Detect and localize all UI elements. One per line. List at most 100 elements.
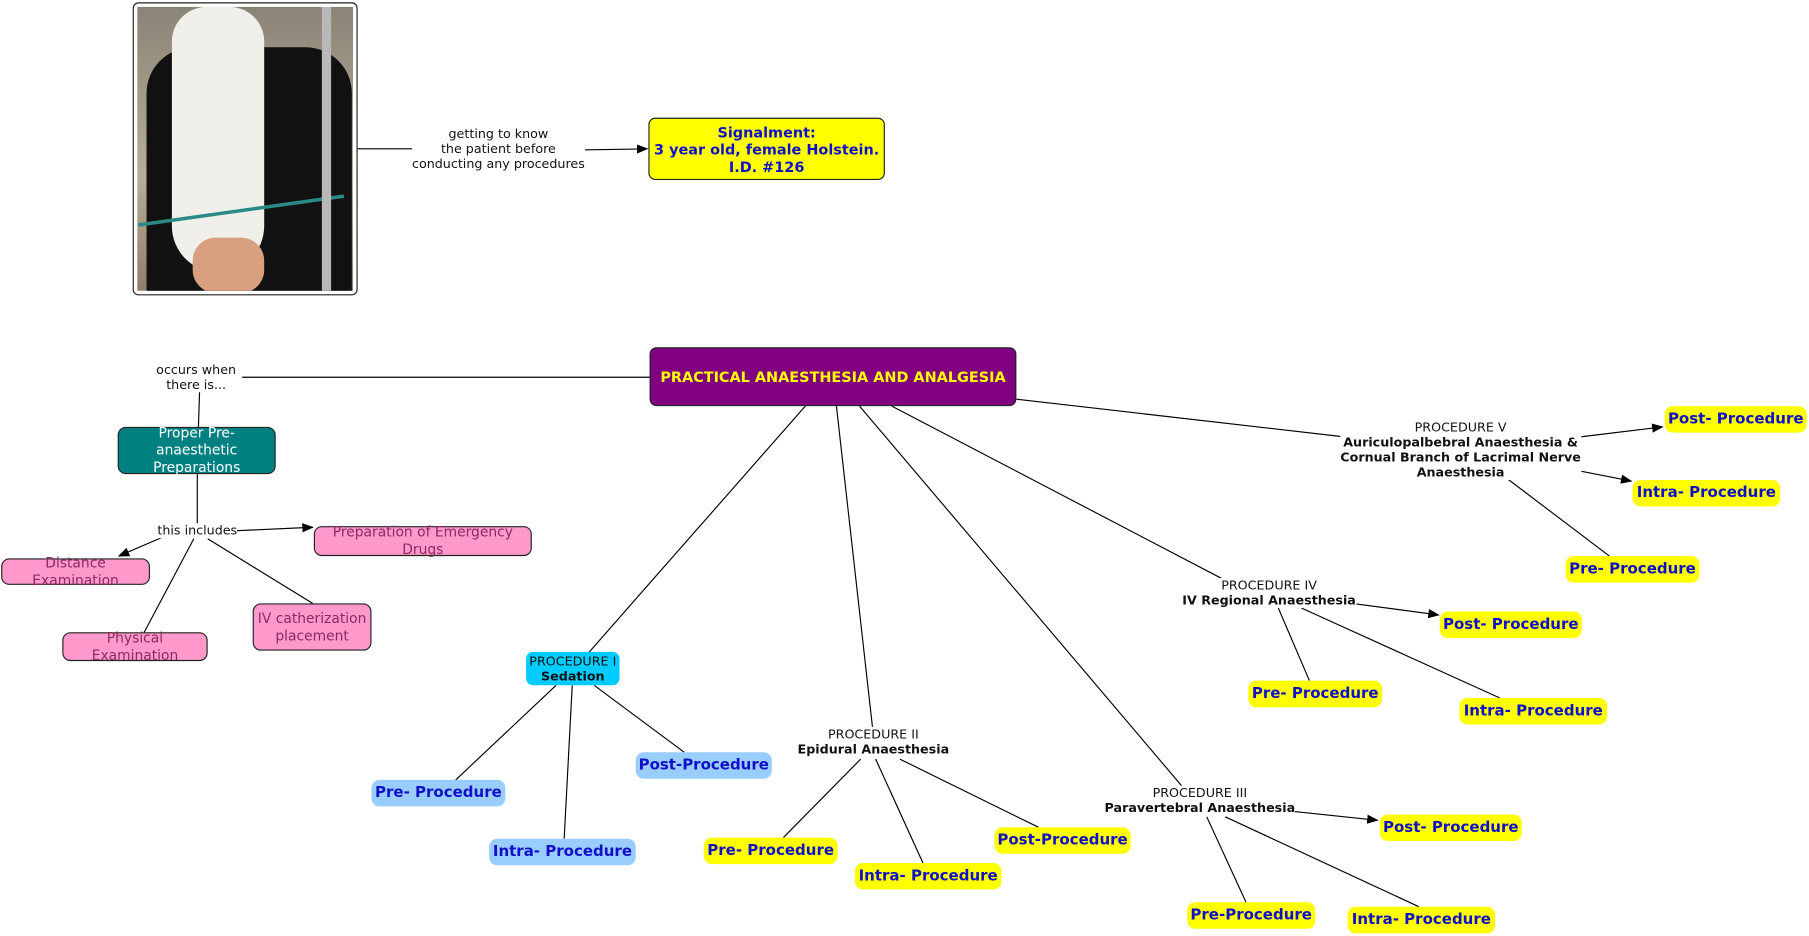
link-line bbox=[859, 405, 1183, 788]
link-line bbox=[143, 538, 195, 633]
label-line: occurs when bbox=[156, 362, 237, 378]
procedure-name: Sedation bbox=[541, 668, 605, 684]
link-line bbox=[207, 538, 313, 604]
procedure-1-post-node[interactable]: Post-Procedure bbox=[635, 752, 772, 779]
emergency-drugs-node[interactable]: Preparation of Emergency Drugs bbox=[313, 523, 532, 558]
procedure-number: PROCEDURE IV bbox=[1221, 578, 1317, 594]
link-line bbox=[1277, 607, 1310, 681]
node-label: Distance Examination bbox=[32, 554, 119, 588]
procedure-number: PROCEDURE II bbox=[827, 726, 919, 742]
procedure-2-post-node[interactable]: Post-Procedure bbox=[994, 827, 1131, 854]
node-label: Post-Procedure bbox=[638, 756, 769, 775]
procedure-2-pre-node[interactable]: Pre- Procedure bbox=[703, 837, 838, 865]
link-line bbox=[835, 406, 874, 735]
link-line bbox=[899, 758, 1039, 828]
procedure-2-label[interactable]: PROCEDURE II Epidural Anaesthesia bbox=[797, 726, 950, 757]
node-line: Proper Pre-anaesthetic bbox=[156, 424, 238, 459]
link-label-this-includes: this includes bbox=[157, 523, 238, 539]
link-arrow bbox=[1577, 423, 1664, 438]
node-label: Pre-Procedure bbox=[1190, 906, 1312, 925]
procedure-5-intra-node[interactable]: Intra- Procedure bbox=[1632, 479, 1781, 507]
procedure-1-intra-node[interactable]: Intra- Procedure bbox=[489, 838, 636, 866]
label-line: conducting any procedures bbox=[411, 156, 585, 172]
procedure-4-post-node[interactable]: Post- Procedure bbox=[1439, 611, 1582, 638]
cow-image bbox=[137, 6, 354, 291]
distance-examination-node[interactable]: Distance Examination bbox=[1, 554, 150, 588]
node-label: Intra- Procedure bbox=[1463, 702, 1603, 720]
iv-catheterization-node[interactable]: IV catherization placement bbox=[252, 603, 372, 651]
node-label: Post- Procedure bbox=[1667, 410, 1804, 429]
node-label: Intra- Procedure bbox=[1636, 484, 1776, 502]
procedure-1-sedation-node[interactable]: PROCEDURE I Sedation bbox=[526, 651, 620, 686]
link-label-occurs-when: occurs when there is... bbox=[156, 362, 237, 393]
link-line bbox=[1301, 607, 1501, 699]
node-label: Post- Procedure bbox=[1382, 819, 1519, 837]
node-label: Pre- Procedure bbox=[375, 784, 502, 802]
node-label: Pre- Procedure bbox=[1569, 560, 1696, 579]
physical-examination-node[interactable]: Physical Examination bbox=[62, 629, 208, 663]
procedure-name: IV Regional Anaesthesia bbox=[1182, 593, 1356, 608]
link-line bbox=[1224, 816, 1420, 908]
procedure-5-pre-node[interactable]: Pre- Procedure bbox=[1565, 556, 1700, 583]
procedure-5-post-node[interactable]: Post- Procedure bbox=[1664, 406, 1807, 433]
cow-photo[interactable] bbox=[132, 2, 358, 296]
procedure-4-intra-node[interactable]: Intra- Procedure bbox=[1459, 697, 1608, 725]
link-line bbox=[1016, 398, 1348, 438]
label-line: there is... bbox=[166, 377, 227, 393]
signalment-node[interactable]: Signalment: 3 year old, female Holstein.… bbox=[648, 117, 885, 180]
procedure-name: Cornual Branch of Lacrimal Nerve bbox=[1340, 449, 1581, 465]
signalment-line: 3 year old, female Holstein. bbox=[654, 140, 880, 158]
node-label: Physical Examination bbox=[91, 629, 179, 663]
signalment-line: Signalment: bbox=[717, 122, 816, 141]
procedure-name: Anaesthesia bbox=[1416, 464, 1505, 480]
link-line bbox=[587, 405, 806, 654]
pre-anaesthetic-preparations-node[interactable]: Proper Pre-anaesthetic Preparations bbox=[117, 424, 276, 476]
link-line bbox=[455, 684, 557, 781]
procedure-4-pre-node[interactable]: Pre- Procedure bbox=[1248, 680, 1383, 708]
link-line bbox=[197, 391, 201, 427]
procedure-name: Epidural Anaesthesia bbox=[797, 741, 950, 757]
node-line: placement bbox=[275, 627, 349, 644]
procedure-4-label[interactable]: PROCEDURE IV IV Regional Anaesthesia bbox=[1182, 578, 1356, 608]
link-arrow bbox=[580, 144, 649, 154]
procedure-name: Paravertebral Anaesthesia bbox=[1104, 800, 1296, 816]
node-line: IV catherization bbox=[257, 609, 367, 626]
node-label: Preparation of Emergency Drugs bbox=[332, 523, 513, 558]
link-arrow bbox=[236, 523, 314, 533]
label-line: getting to know bbox=[448, 126, 549, 142]
node-label: Post-Procedure bbox=[997, 831, 1128, 850]
procedure-1-pre-node[interactable]: Pre- Procedure bbox=[371, 779, 506, 807]
procedure-3-label[interactable]: PROCEDURE III Paravertebral Anaesthesia bbox=[1104, 785, 1296, 816]
link-arrow bbox=[1578, 470, 1633, 484]
link-line bbox=[1499, 472, 1610, 557]
procedure-5-label[interactable]: PROCEDURE V Auriculopalbebral Anaesthesi… bbox=[1340, 419, 1581, 480]
procedure-2-intra-node[interactable]: Intra- Procedure bbox=[854, 862, 1002, 890]
node-label: Pre- Procedure bbox=[707, 842, 835, 860]
procedure-number: PROCEDURE V bbox=[1414, 419, 1507, 435]
procedure-number: PROCEDURE I bbox=[529, 653, 617, 669]
node-label: Intra- Procedure bbox=[858, 867, 998, 885]
link-line bbox=[782, 758, 862, 838]
link-line bbox=[593, 684, 685, 753]
procedure-name: Auriculopalbebral Anaesthesia & bbox=[1343, 434, 1578, 450]
node-label: Post- Procedure bbox=[1442, 616, 1579, 634]
link-line bbox=[875, 758, 924, 864]
link-arrow bbox=[117, 537, 162, 557]
node-label: Intra- Procedure bbox=[492, 843, 632, 861]
main-topic-title: PRACTICAL ANAESTHESIA AND ANALGESIA bbox=[660, 368, 1006, 386]
procedure-number: PROCEDURE III bbox=[1152, 785, 1248, 801]
link-line bbox=[891, 405, 1226, 581]
signalment-line: I.D. #126 bbox=[728, 157, 805, 175]
label-line: the patient before bbox=[440, 141, 556, 157]
link-line bbox=[1206, 816, 1247, 903]
node-label: Pre- Procedure bbox=[1251, 685, 1379, 703]
procedure-3-post-node[interactable]: Post- Procedure bbox=[1379, 814, 1522, 842]
procedure-3-pre-node[interactable]: Pre-Procedure bbox=[1187, 902, 1316, 929]
main-topic-node[interactable]: PRACTICAL ANAESTHESIA AND ANALGESIA bbox=[649, 347, 1017, 407]
link-arrow bbox=[1352, 602, 1440, 619]
link-line bbox=[563, 685, 573, 839]
node-line: Preparations bbox=[153, 459, 241, 476]
procedure-3-intra-node[interactable]: Intra- Procedure bbox=[1347, 906, 1496, 934]
